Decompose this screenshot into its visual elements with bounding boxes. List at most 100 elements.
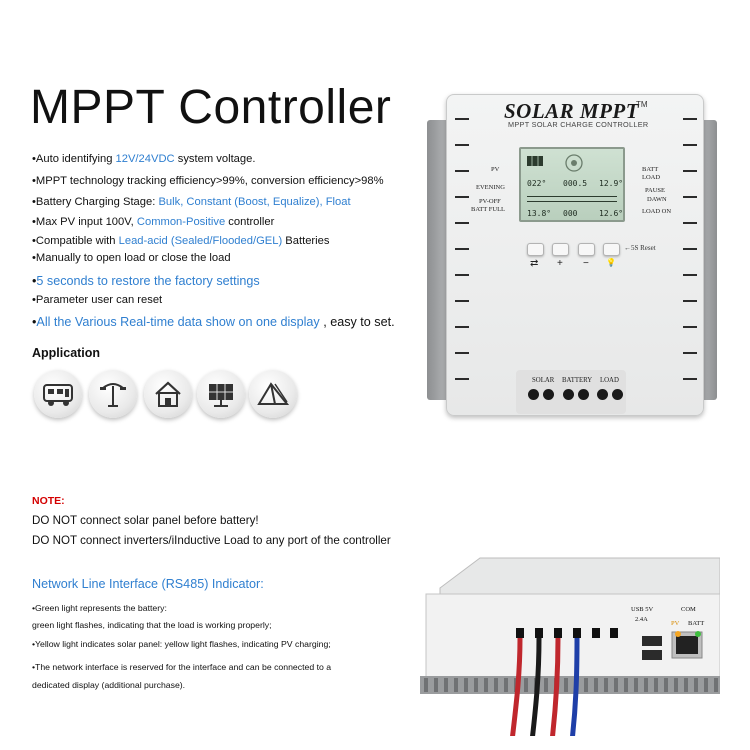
vent-slot [683,378,697,380]
lcd-voltage-value: 13.8° [527,209,552,218]
note-line-2: DO NOT connect inverters/iInductive Load… [32,534,391,547]
page-title: MPPT Controller [30,81,392,134]
feature-item: •Max PV input 100V, Common-Positive cont… [32,216,274,228]
bullet: • [32,274,37,288]
heatsink-fin [444,678,448,692]
heatsink-fin [484,678,488,692]
label-pv: PV [491,166,500,173]
vent-slot [455,144,469,146]
heatsink-fin [684,678,688,692]
feature-item: •Auto identifying 12V/24VDC system volta… [32,153,255,165]
bullet: • [32,216,36,228]
heatsink-fin [464,678,468,692]
feature-text: Common-Positive [136,216,226,228]
heatsink-fin [704,678,708,692]
vent-slot [683,222,697,224]
lcd-solar-icon [527,156,543,166]
swap-icon: ⇄ [530,258,539,269]
terminal-load-neg[interactable] [612,389,623,400]
rs485-title: Network Line Interface (RS485) Indicator… [32,577,264,591]
feature-text: All the Various Real-time data show on o… [36,315,320,329]
minus-button[interactable] [578,243,595,256]
mode-button[interactable] [527,243,544,256]
bullet: • [32,153,36,165]
heatsink-fin [544,678,548,692]
usb-amps-label: 2.4A [635,616,648,623]
controller-subtitle: MPPT SOLAR CHARGE CONTROLLER [508,120,649,129]
vent-slot [683,248,697,250]
vent-slot [455,170,469,172]
feature-text: Compatible with [35,235,119,247]
heatsink-fin [584,678,588,692]
rs485-line-5: dedicated display (additional purchase). [32,680,186,690]
feature-item: •MPPT technology tracking efficiency>99%… [32,175,384,187]
heatsink-fin [664,678,668,692]
rs485-line-3: •Yellow light indicates solar panel: yel… [32,639,331,649]
feature-text: Bulk, Constant (Boost, Equalize), Float [158,196,351,208]
plus-button[interactable] [552,243,569,256]
feature-item: •Compatible with Lead-acid (Sealed/Flood… [32,235,329,247]
feature-text: , easy to set. [319,315,395,329]
note-line-1: DO NOT connect solar panel before batter… [32,514,259,527]
trademark-mark: TM [636,100,648,109]
heatsink-fin [694,678,698,692]
plus-icon: + [557,258,563,269]
terminal-solar-pos[interactable] [528,389,539,400]
vent-slot [683,300,697,302]
lcd-display: 022° 000.5 12.9° 13.8° 000 12.6° [519,147,625,222]
vent-slot [455,326,469,328]
label-load: LOAD [642,174,661,181]
label-pv-off: PV-OFF [479,198,501,205]
lcd-pv-value: 022° [527,179,547,188]
bullet: • [32,315,37,329]
com-label: COM [681,606,696,613]
feature-item: •Manually to open load or close the load [32,252,231,264]
feature-text: Lead-acid (Sealed/Flooded/GEL) [118,235,283,247]
heatsink-fin [524,678,528,692]
terminal-load-pos[interactable] [597,389,608,400]
load-button[interactable] [603,243,620,256]
controller-body [446,94,704,416]
bullet: • [32,294,36,306]
heatsink-fin [504,678,508,692]
vent-slot [455,196,469,198]
terminal-battery-neg[interactable] [578,389,589,400]
label-load-on: LOAD ON [642,208,672,215]
vent-slot [683,118,697,120]
terminal-battery-pos[interactable] [563,389,574,400]
lcd-battery-value: 12.9° [599,179,624,188]
heatsink-fin [434,678,438,692]
heatsink-fin [494,678,498,692]
vent-slot [455,378,469,380]
heatsink-fin [454,678,458,692]
vent-slot [683,352,697,354]
lcd-current-value: 000.5 [563,179,588,188]
application-heading: Application [32,346,101,360]
heatsink-fin [594,678,598,692]
heatsink-fin [604,678,608,692]
heatsink-fin [654,678,658,692]
reset-label: ←5S Reset [624,244,656,252]
bullet: • [32,175,36,187]
vent-slot [455,352,469,354]
brand-logo: SOLAR MPPT [504,99,640,123]
terminal-solar-neg[interactable] [543,389,554,400]
feature-text: 12V/24VDC [115,153,175,165]
feature-text: Parameter user can reset [35,294,163,306]
label-evening: EVENING [476,184,505,191]
feature-text: Manually to open load or close the load [35,252,231,264]
rs485-line-2: green light flashes, indicating that the… [32,620,272,630]
terminal-label-load: LOAD [600,377,619,384]
usb-label: USB 5V [631,606,654,613]
feature-item: •Battery Charging Stage: Bulk, Constant … [32,196,351,208]
vent-slot [455,300,469,302]
vent-slot [683,274,697,276]
bullet: • [32,235,36,247]
solar-panel-icon [197,370,245,418]
vent-slot [455,248,469,250]
feature-text: 5 seconds to restore the factory setting… [36,274,260,288]
heatsink-fin [564,678,568,692]
controller-side-illustration [420,557,721,742]
feature-text: system voltage. [174,153,256,165]
feature-item: •All the Various Real-time data show on … [32,315,395,329]
